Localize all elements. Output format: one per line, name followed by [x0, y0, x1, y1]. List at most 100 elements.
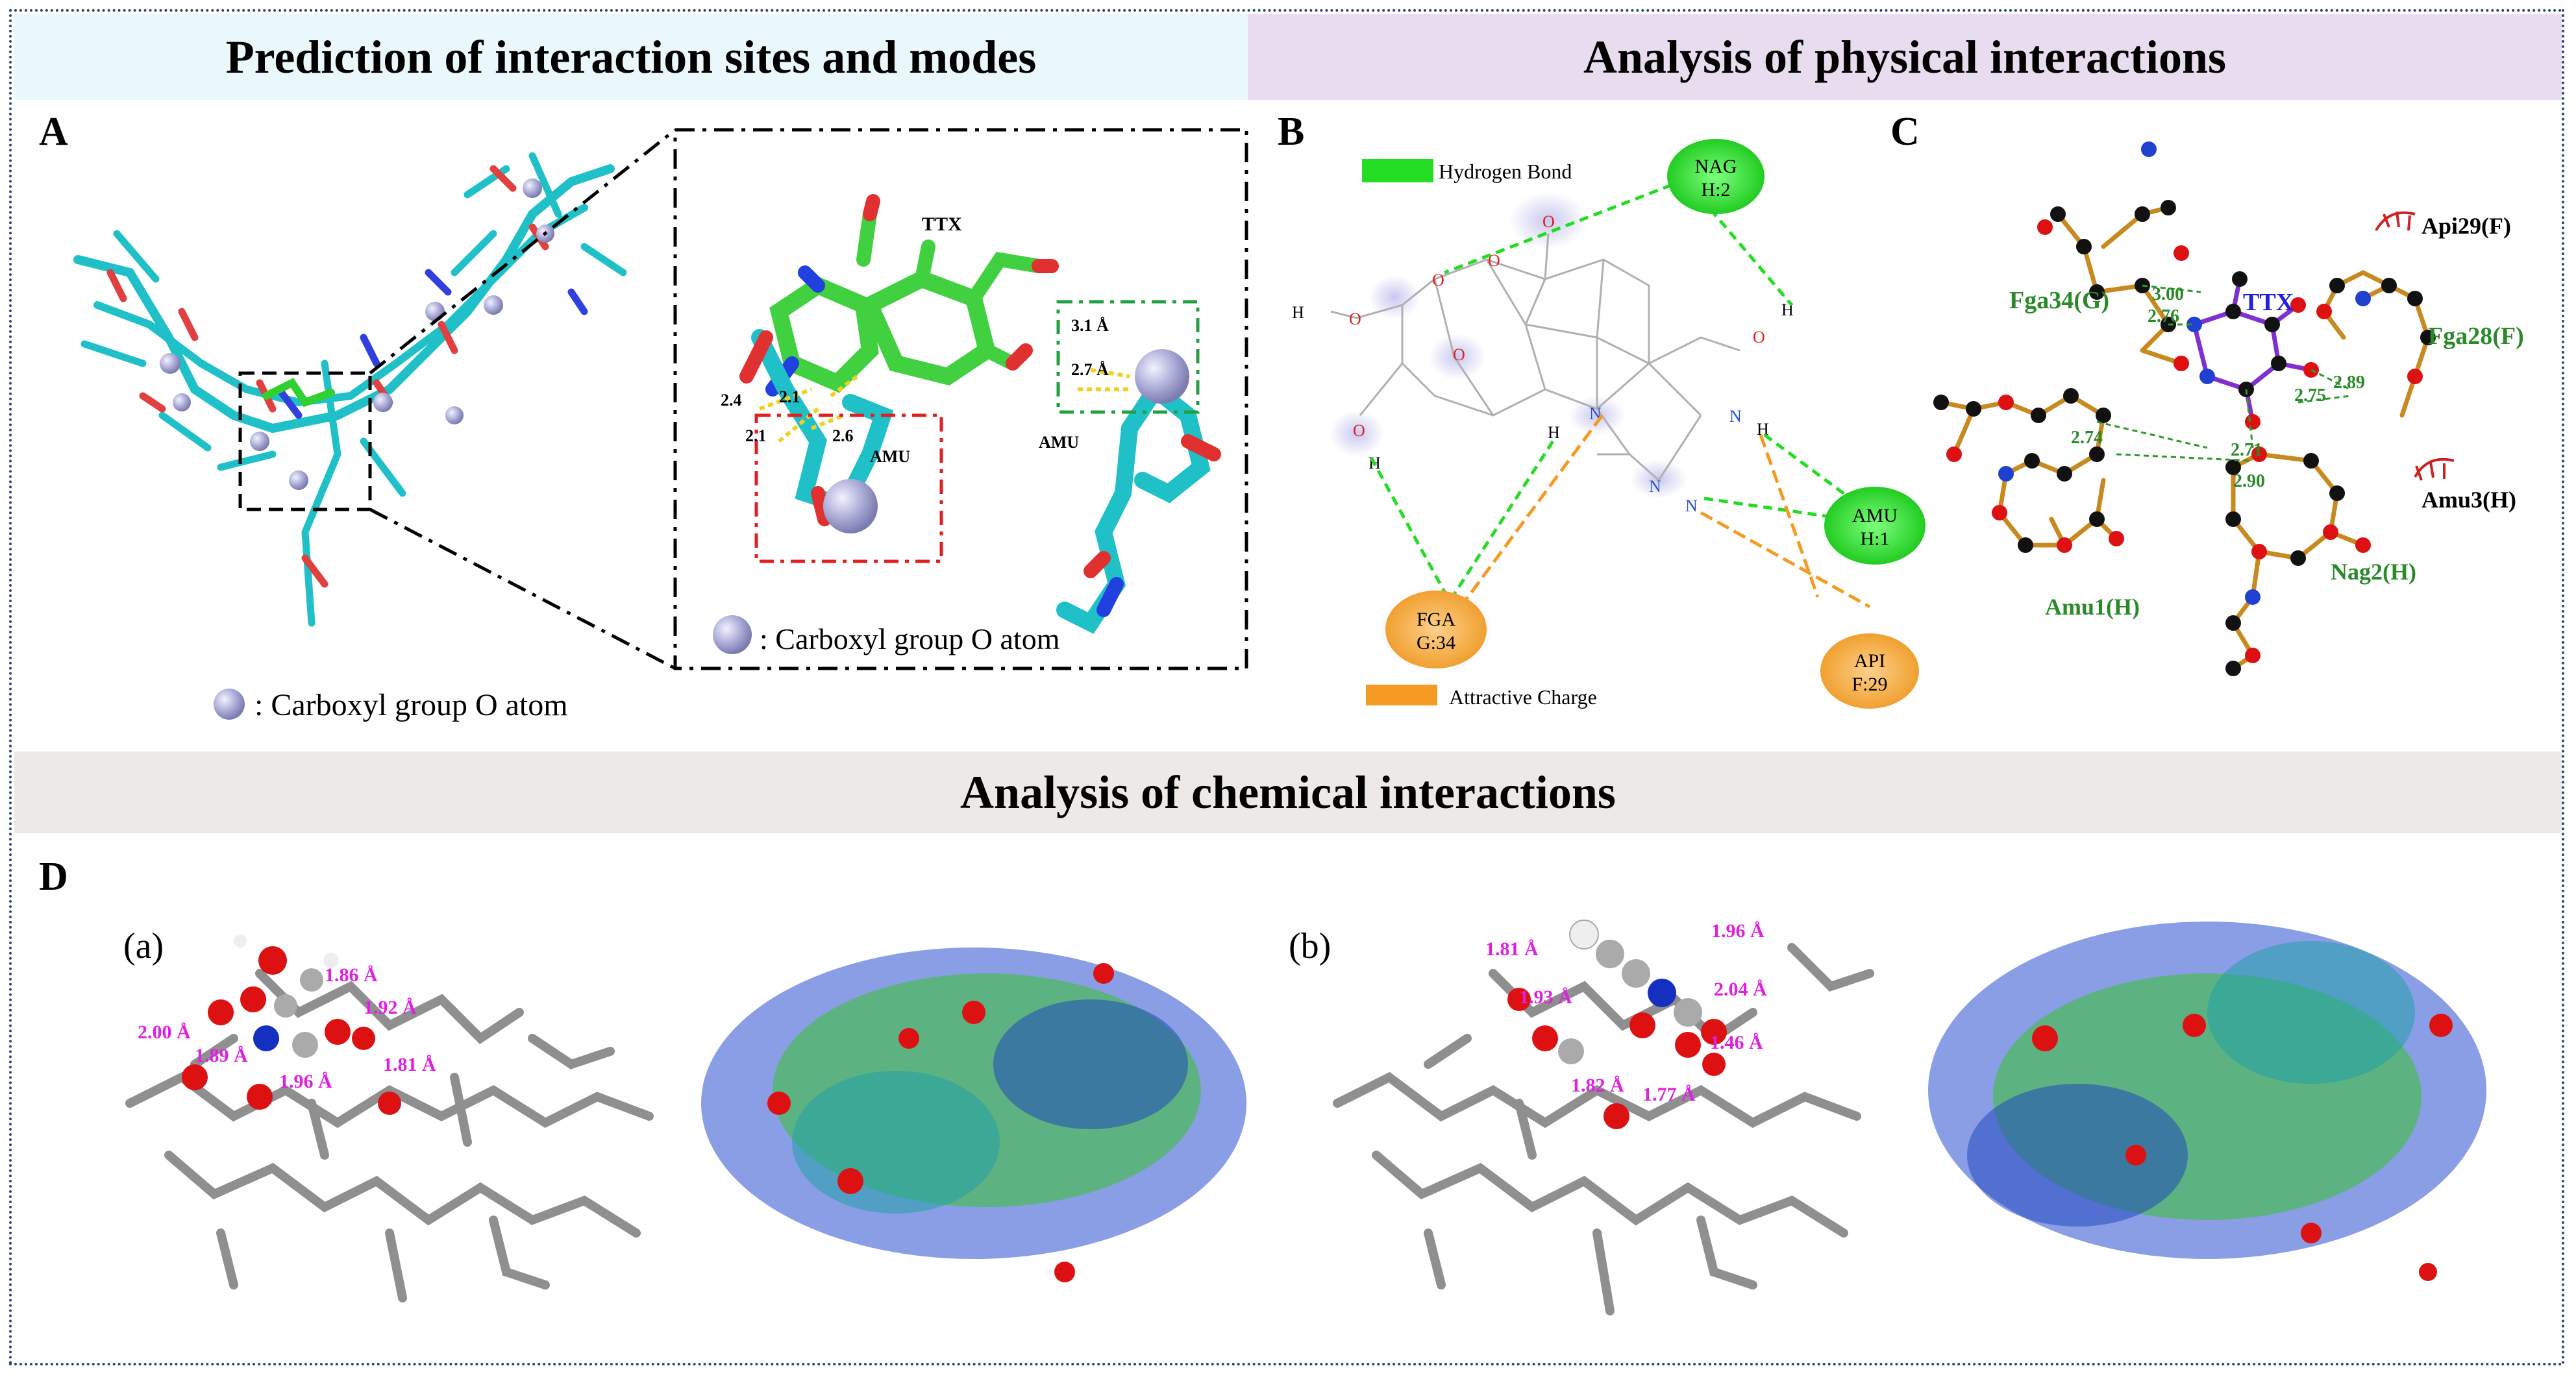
inset-red-box [754, 413, 943, 563]
inset-label-amu-right: AMU [1039, 433, 1079, 452]
panel-label-d: D [39, 855, 68, 899]
panel-c-hbond-lines [2096, 284, 2351, 462]
atom-o-1: O [1542, 212, 1555, 231]
c-label-nag2: Nag2(H) [2331, 559, 2416, 585]
svg-text:1.86 Å: 1.86 Å [325, 964, 378, 986]
svg-text:1.77 Å: 1.77 Å [1642, 1084, 1696, 1105]
legend-charge-swatch [1366, 685, 1437, 705]
residue-api-f29: API F:29 [1820, 633, 1919, 709]
svg-text:1.82 Å: 1.82 Å [1571, 1075, 1624, 1096]
residue-fga-g34: FGA G:34 [1379, 585, 1493, 674]
svg-text:1.92 Å: 1.92 Å [364, 997, 417, 1018]
d-b-stick-model [1333, 943, 1874, 1315]
c-label-amu3: Amu3(H) [2421, 487, 2516, 513]
svg-text:1.46 Å: 1.46 Å [1710, 1032, 1763, 1053]
panel-a-zoom-lines [369, 128, 676, 670]
panel-b-glows [1330, 192, 1687, 498]
residue-amu-h1: AMU H:1 [1824, 487, 1926, 565]
legend-text: : Carboxyl group O atom [254, 688, 568, 722]
header-interaction-sites: Prediction of interaction sites and mode… [14, 14, 1248, 100]
svg-text:API: API [1854, 650, 1885, 672]
header-physical-interactions: Analysis of physical interactions [1248, 14, 2562, 100]
panel-c-amu3-arc [2414, 458, 2455, 481]
inset-distance-6: 2.6 [832, 426, 854, 445]
svg-text:1.96 Å: 1.96 Å [279, 1071, 332, 1092]
svg-text:2.04 Å: 2.04 Å [1714, 979, 1767, 1000]
svg-text:FGA: FGA [1417, 609, 1455, 630]
atom-h-1: H [1292, 303, 1304, 322]
svg-text:NAG: NAG [1695, 156, 1737, 177]
d-label-a: (a) [123, 926, 164, 966]
inset-sphere-left [823, 479, 878, 533]
inset-distance-2: 2.7 Å [1071, 360, 1109, 379]
panel-b-hbond-lines [1369, 183, 1871, 605]
panel-c-distances: 3.00 2.76 2.75 2.89 2.74 2.71 2.90 [2071, 284, 2365, 491]
inset-legend-sphere [713, 615, 752, 654]
inset-legend-text: : Carboxyl group O atom [760, 622, 1060, 655]
d-b-distances: 1.96 Å 1.81 Å 2.04 Å 1.93 Å 1.46 Å 1.82 … [1485, 920, 1767, 1105]
panel-a-zoom-box [238, 371, 372, 511]
panel-b-ttx-skeleton [1330, 233, 1740, 482]
c-label-ttx: TTX [2243, 289, 2294, 316]
panel-a-inset-box [673, 128, 1248, 670]
svg-text:3.00: 3.00 [2152, 284, 2184, 304]
svg-text:G:34: G:34 [1417, 632, 1455, 654]
inset-distance-3: 2.4 [721, 391, 742, 409]
svg-text:1.89 Å: 1.89 Å [195, 1045, 248, 1066]
panel-c-bonds [1938, 205, 2431, 671]
svg-text:2.89: 2.89 [2333, 373, 2365, 393]
atom-n-4: N [1729, 407, 1742, 426]
atom-o-7: O [1753, 328, 1765, 347]
legend-hbond-swatch [1362, 159, 1433, 182]
d-a-surface-model [701, 947, 1246, 1282]
panel-c-api29-arc [2375, 211, 2416, 232]
atom-o-3: O [1488, 251, 1500, 270]
d-b-ball-atoms [1507, 920, 1727, 1129]
c-label-fga34: Fga34(G) [2009, 287, 2109, 314]
panel-label-a: A [39, 110, 68, 154]
panel-label-b: B [1278, 110, 1305, 154]
inset-distance-1: 3.1 Å [1071, 316, 1109, 335]
svg-text:F:29: F:29 [1852, 674, 1887, 695]
atom-o-6: O [1353, 421, 1365, 440]
svg-text:2.76: 2.76 [2148, 306, 2179, 326]
svg-text:AMU: AMU [1852, 505, 1898, 526]
panel-a-carboxyl-spheres [160, 178, 554, 490]
atom-o-5: O [1453, 345, 1465, 364]
inset-label-amu-left: AMU [870, 447, 910, 466]
c-label-api29: Api29(F) [2421, 213, 2511, 239]
d-b-surface-model [1928, 922, 2486, 1281]
panel-label-c: C [1890, 110, 1920, 154]
atom-o-2: O [1432, 271, 1444, 289]
svg-text:H:1: H:1 [1861, 528, 1890, 550]
atom-n-3: N [1685, 496, 1698, 515]
svg-text:2.71: 2.71 [2231, 440, 2262, 460]
d-a-distances: 1.86 Å 1.92 Å 2.00 Å 1.89 Å 1.96 Å 1.81 … [138, 964, 436, 1092]
svg-text:2.90: 2.90 [2233, 471, 2265, 491]
figure-frame [9, 9, 2564, 1365]
svg-text:2.75: 2.75 [2294, 385, 2326, 406]
panel-b-charge-lines [1459, 414, 1871, 609]
c-label-fga28: Fga28(F) [2428, 323, 2524, 350]
inset-sphere-right [1135, 349, 1189, 404]
inset-distance-5: 2.1 [745, 426, 767, 445]
legend-sphere [214, 689, 245, 720]
panel-a-inset-hbonds [758, 368, 1130, 443]
atom-o-4: O [1349, 310, 1361, 328]
atom-n-2: N [1649, 477, 1661, 496]
legend-hbond-text: Hydrogen Bond [1439, 160, 1572, 183]
inset-label-ttx: TTX [922, 214, 962, 235]
svg-text:1.81 Å: 1.81 Å [383, 1054, 436, 1075]
panel-b-atom-labels: O O O O O O O [1349, 212, 1765, 440]
residue-nag-h2: NAG H:2 [1667, 139, 1765, 214]
inset-green-box [1056, 300, 1200, 414]
svg-text:2.74: 2.74 [2071, 428, 2103, 448]
inset-distance-4: 2.1 [779, 387, 800, 406]
d-label-b: (b) [1289, 926, 1331, 966]
svg-text:H:2: H:2 [1702, 179, 1731, 201]
svg-text:1.96 Å: 1.96 Å [1711, 920, 1765, 942]
panel-c-atoms [1933, 141, 2436, 676]
d-a-stick-model [125, 969, 654, 1302]
legend-charge-text: Attractive Charge [1449, 685, 1597, 709]
